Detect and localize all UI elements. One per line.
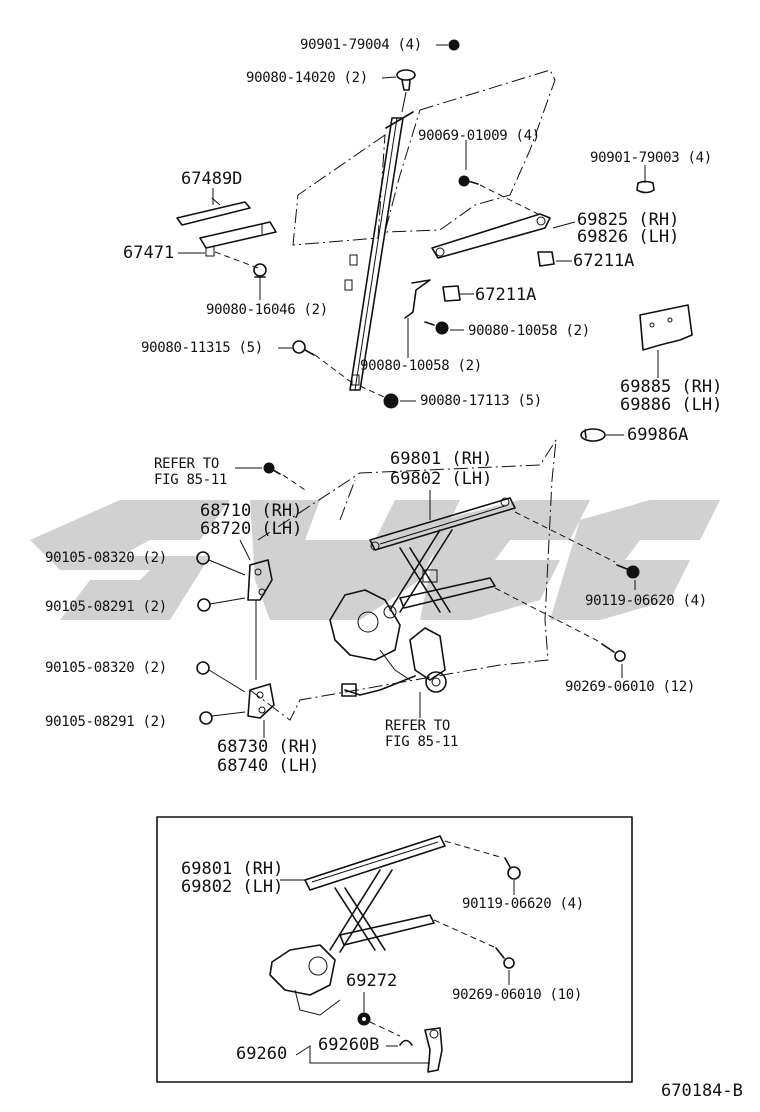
channel-68710 xyxy=(247,559,273,680)
label-90080-16046: 90080-16046 (2) xyxy=(206,302,328,318)
label-refer-to-top: REFER TO xyxy=(154,456,220,472)
inset-leader-lines xyxy=(280,879,430,1064)
label-67471: 67471 xyxy=(123,243,175,263)
label-90080-10058-lower: 90080-10058 (2) xyxy=(360,358,482,374)
bolt-90080-11315 xyxy=(292,340,356,386)
stopper-bracket-left xyxy=(404,279,431,319)
label-90105-08291-a: 90105-08291 (2) xyxy=(45,599,167,615)
window-regulator-69801 xyxy=(369,497,516,613)
bolt-90080-14020 xyxy=(396,69,416,113)
label-90069-01009: 90069-01009 (4) xyxy=(418,128,540,144)
label-69801-rh: 69801 (RH) xyxy=(390,449,493,469)
cushion-67211A-right xyxy=(537,251,555,267)
bolt-90080-16046 xyxy=(253,263,267,300)
label-90080-17113: 90080-17113 (5) xyxy=(420,393,542,409)
label-inset-69802-lh: 69802 (LH) xyxy=(181,877,284,897)
label-67489D: 67489D xyxy=(181,169,243,189)
bracket-67471 xyxy=(199,221,277,269)
label-69825-rh: 69825 (RH) xyxy=(577,210,680,230)
bolt-90105-08320-b xyxy=(196,661,246,693)
inset-frame xyxy=(156,816,633,1083)
bolt-90105-08320-a xyxy=(196,551,246,576)
inset-bolt-90119-06620 xyxy=(444,840,521,895)
label-inset-90269-06010: 90269-06010 (10) xyxy=(452,987,583,1003)
cushion-67211A-mid xyxy=(442,285,461,302)
regulator-gear-sector xyxy=(329,589,411,681)
label-90105-08291-b: 90105-08291 (2) xyxy=(45,714,167,730)
clip-90901-79004 xyxy=(448,39,460,51)
label-90105-08320-a: 90105-08320 (2) xyxy=(45,550,167,566)
inset-regulator xyxy=(269,835,446,1016)
label-90119-06620-mid: 90119-06620 (4) xyxy=(585,593,707,609)
label-68710-rh: 68710 (RH) xyxy=(200,501,303,521)
door-inner-panel xyxy=(249,439,557,721)
label-90901-79004: 90901-79004 (4) xyxy=(300,37,422,53)
clip-90901-79003 xyxy=(636,180,655,194)
label-inset-69260B: 69260B xyxy=(318,1035,380,1055)
bolt-90105-08291-b xyxy=(199,711,246,725)
label-69885-rh: 69885 (RH) xyxy=(620,377,723,397)
leader-lines xyxy=(178,44,659,738)
clip-69986A xyxy=(580,428,606,442)
label-90080-10058-right: 90080-10058 (2) xyxy=(468,323,590,339)
label-68740-lh: 68740 (LH) xyxy=(217,756,320,776)
bolt-90069-01009 xyxy=(458,175,541,216)
label-69802-lh: 69802 (LH) xyxy=(390,469,493,489)
label-90901-79003: 90901-79003 (4) xyxy=(590,150,712,166)
bolt-90269-06010-mid xyxy=(494,587,626,662)
label-inset-69272: 69272 xyxy=(346,971,398,991)
bolt-90105-08291-a xyxy=(197,597,246,612)
inset-handle-69260 xyxy=(424,1027,443,1073)
label-90105-08320-b: 90105-08320 (2) xyxy=(45,660,167,676)
bolt-90080-10058-a xyxy=(424,321,449,335)
label-67211A-mid: 67211A xyxy=(475,285,537,305)
label-69886-lh: 69886 (LH) xyxy=(620,395,723,415)
watermark xyxy=(30,500,720,620)
label-refer-to-bottom: REFER TO xyxy=(385,718,451,734)
bolt-90119-06620-mid xyxy=(514,511,640,579)
label-90269-06010-mid: 90269-06010 (12) xyxy=(565,679,696,695)
label-90080-11315: 90080-11315 (5) xyxy=(141,340,263,356)
label-inset-69801-rh: 69801 (RH) xyxy=(181,859,284,879)
channel-68730 xyxy=(247,683,275,719)
label-69826-lh: 69826 (LH) xyxy=(577,227,680,247)
label-68720-lh: 68720 (LH) xyxy=(200,519,303,539)
label-67211A-right: 67211A xyxy=(573,251,635,271)
cover-69885 xyxy=(639,304,693,351)
regulator-motor xyxy=(341,627,447,697)
inset-washer-69272 xyxy=(357,992,401,1037)
bolt-refer-top xyxy=(263,462,306,491)
inset-clip-69260B xyxy=(386,1039,413,1047)
label-fig-85-11-bottom: FIG 85-11 xyxy=(385,734,459,750)
label-inset-90119-06620: 90119-06620 (4) xyxy=(462,896,584,912)
label-fig-85-11-top: FIG 85-11 xyxy=(154,472,228,488)
label-69986A: 69986A xyxy=(627,425,689,445)
label-90080-14020: 90080-14020 (2) xyxy=(246,70,368,86)
glass-run-channel xyxy=(344,111,414,391)
label-inset-69260: 69260 xyxy=(236,1044,288,1064)
door-glass xyxy=(292,69,556,246)
nut-90080-17113 xyxy=(359,385,399,409)
label-68730-rh: 68730 (RH) xyxy=(217,737,320,757)
inset-bolt-90269-06010 xyxy=(433,919,515,985)
bracket-69825 xyxy=(431,213,551,259)
figure-reference-code: 670184-B xyxy=(661,1081,743,1101)
